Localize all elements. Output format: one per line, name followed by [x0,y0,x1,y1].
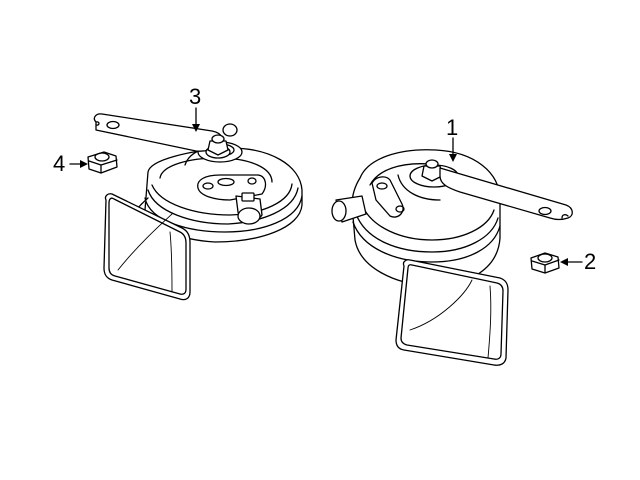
callout-arrow-2 [560,258,583,266]
callout-label-1: 1 [446,115,459,140]
right-horn-assembly [331,149,573,366]
callout-arrow-4 [69,160,88,168]
hex-nut-2 [530,252,560,274]
callout-label-3: 3 [189,84,202,109]
callout-arrow-1 [449,137,457,162]
callout-label-4: 4 [53,151,66,176]
left-horn-assembly [93,113,303,301]
callout-label-2: 2 [584,249,597,274]
hex-nut-4 [87,151,118,174]
callout-arrow-3 [192,107,200,132]
